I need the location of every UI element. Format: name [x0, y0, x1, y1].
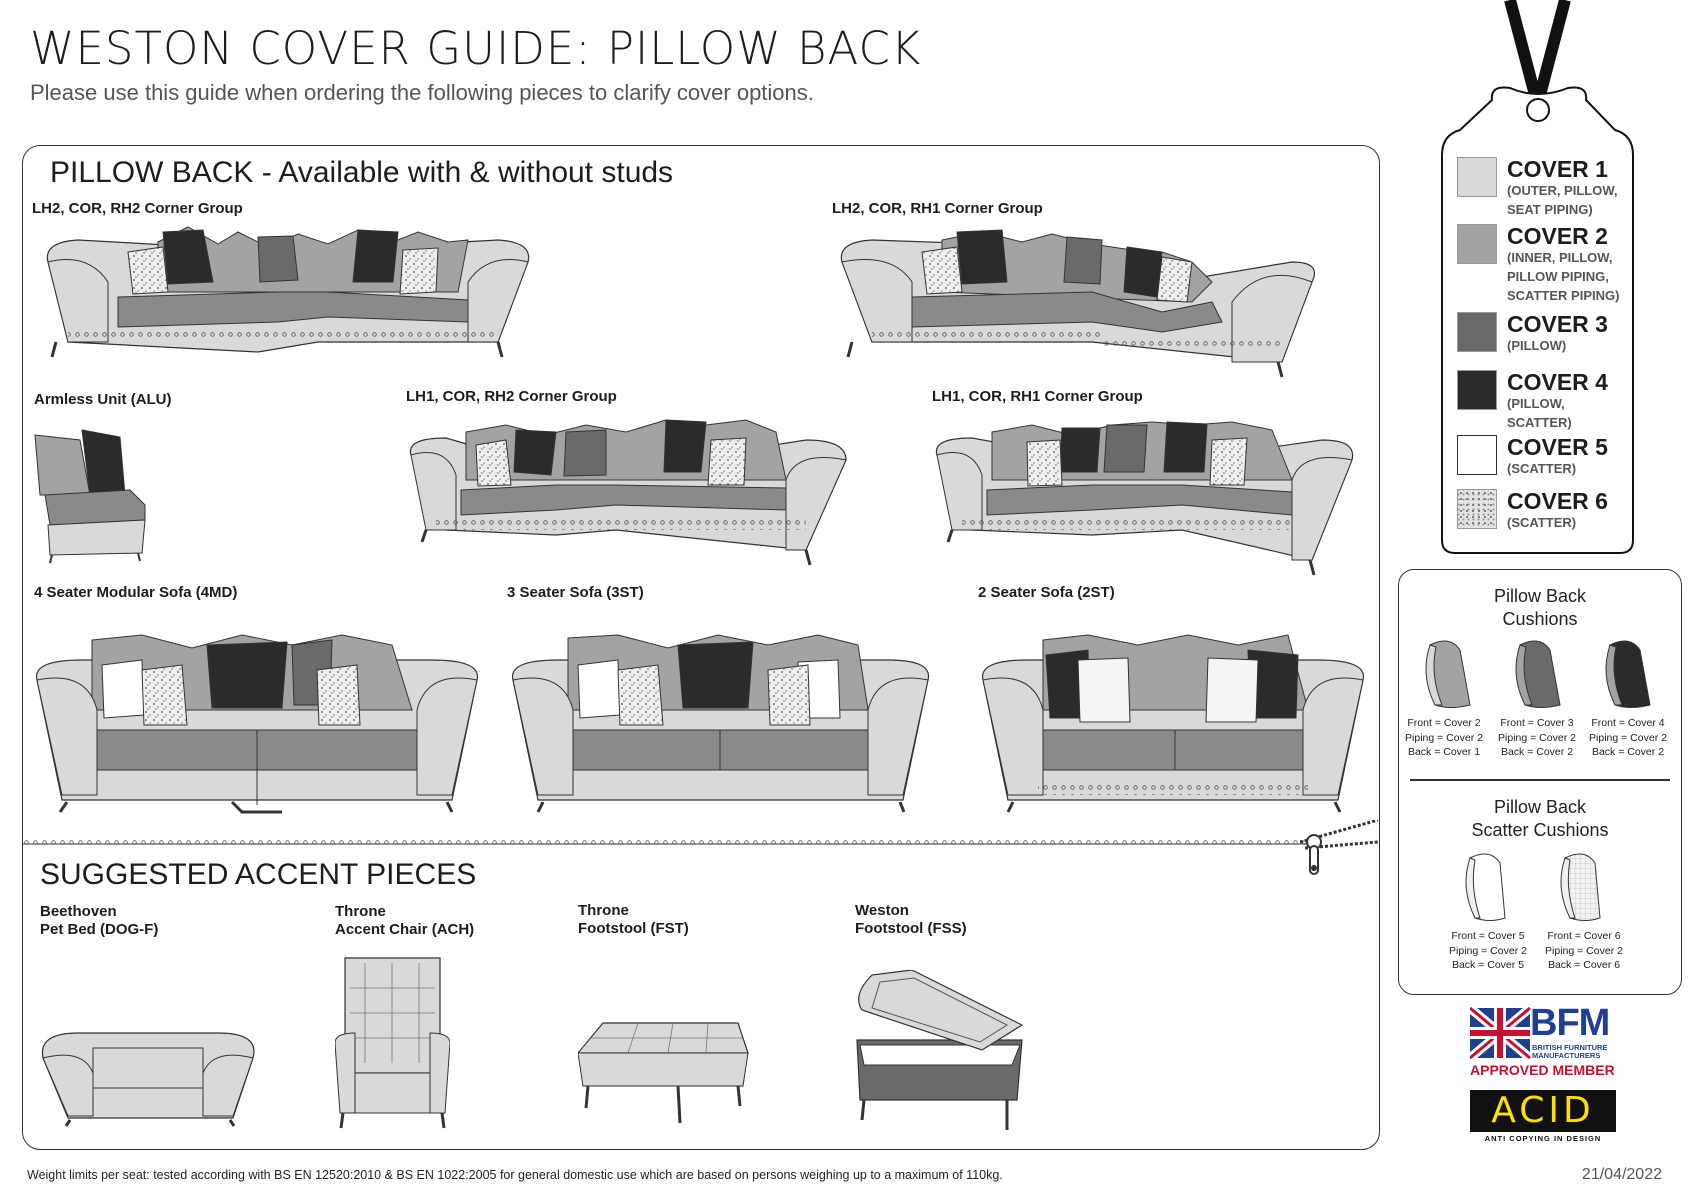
four-seater-sofa-illustration	[36, 634, 478, 814]
piece-label-lh1-cor-rh1: LH1, COR, RH1 Corner Group	[932, 388, 1143, 405]
cover-2-name: COVER 2	[1507, 223, 1608, 249]
cover-1-desc-1: (OUTER, PILLOW,	[1507, 183, 1618, 198]
bfm-sub-text-1: BRITISH FURNITURE	[1532, 1043, 1608, 1052]
acid-sub-text: ANTI COPYING IN DESIGN	[1484, 1134, 1602, 1143]
accent-chair-illustration	[335, 957, 450, 1129]
corner-group-lh1-cor-rh2-illustration	[409, 419, 847, 566]
scatter-cushion-cover5-icon	[1465, 853, 1506, 921]
cover-1-name: COVER 1	[1507, 156, 1608, 182]
footer-note: Weight limits per seat: tested according…	[27, 1168, 1003, 1182]
pillow-cushion-icons	[1425, 640, 1651, 708]
pillow-back-panel	[22, 145, 1380, 1150]
piece-label-alu: Armless Unit (ALU)	[34, 391, 172, 408]
bfm-logo-text: BFM	[1530, 1002, 1610, 1044]
pillow-cushion-cover4-icon	[1605, 640, 1651, 708]
cover-1-desc-2: SEAT PIPING)	[1507, 202, 1593, 217]
cover-2-desc-3: SCATTER PIPING)	[1507, 288, 1620, 303]
cover-4-desc-1: (PILLOW,	[1507, 396, 1565, 411]
cover-3-desc-1: (PILLOW)	[1507, 338, 1567, 353]
cover-2-row: COVER 2 (INNER, PILLOW, PILLOW PIPING, S…	[1457, 224, 1619, 305]
cover-4-swatch	[1457, 370, 1497, 410]
pet-bed-illustration	[41, 1032, 255, 1127]
three-seater-sofa-illustration	[512, 634, 930, 813]
piece-label-3st: 3 Seater Sofa (3ST)	[507, 584, 644, 601]
bfm-approved-text: APPROVED MEMBER	[1470, 1062, 1615, 1078]
legend-divider	[1410, 779, 1670, 781]
page-subtitle: Please use this guide when ordering the …	[30, 80, 814, 105]
bfm-sub-text-2: MANUFACTURERS	[1532, 1051, 1601, 1060]
cover-4-name: COVER 4	[1507, 369, 1608, 395]
cover-1-swatch	[1457, 157, 1497, 197]
acid-logo-text: ACID	[1491, 1090, 1595, 1131]
pillow-cushion-cover3-icon	[1515, 640, 1561, 708]
cover-6-swatch	[1457, 489, 1497, 529]
piece-label-lh2-cor-rh2: LH2, COR, RH2 Corner Group	[32, 200, 243, 217]
bfm-approved-badge: BFM BRITISH FURNITURE MANUFACTURERS APPR…	[1470, 1002, 1620, 1080]
cover-2-desc-2: PILLOW PIPING,	[1507, 269, 1609, 284]
acid-badge: ACID ANTI COPYING IN DESIGN	[1470, 1090, 1616, 1146]
piece-label-4md: 4 Seater Modular Sofa (4MD)	[34, 584, 238, 601]
pillow-section-title: PILLOW BACK - Available with & without s…	[50, 156, 674, 189]
cover-6-row: COVER 6 (SCATTER)	[1457, 489, 1608, 532]
cover-5-name: COVER 5	[1507, 434, 1608, 460]
weston-footstool-illustration	[856, 970, 1024, 1130]
cover-4-desc-2: SCATTER)	[1507, 415, 1572, 430]
cover-5-row: COVER 5 (SCATTER)	[1457, 435, 1608, 478]
armless-unit-illustration	[34, 429, 146, 564]
cover-6-desc-1: (SCATTER)	[1507, 515, 1577, 530]
pillow-cushion-cover2-icon	[1425, 640, 1471, 708]
cover-3-name: COVER 3	[1507, 311, 1608, 337]
piece-label-2st: 2 Seater Sofa (2ST)	[978, 584, 1115, 601]
union-flag-icon	[1470, 1005, 1533, 1062]
cushion-legend-panel	[1398, 569, 1682, 995]
zip-pull-icon	[1300, 820, 1379, 875]
document-date: 21/04/2022	[1581, 1166, 1662, 1183]
scatter-cushion-cover6-icon	[1560, 853, 1601, 921]
cover-2-desc-1: (INNER, PILLOW,	[1507, 250, 1613, 265]
cover-5-desc-1: (SCATTER)	[1507, 461, 1577, 476]
cover-5-swatch	[1457, 435, 1497, 475]
piece-label-lh2-cor-rh1: LH2, COR, RH1 Corner Group	[832, 200, 1043, 217]
cover-6-name: COVER 6	[1507, 488, 1608, 514]
cover-3-row: COVER 3 (PILLOW)	[1457, 312, 1608, 355]
page-title: WESTON COVER GUIDE: PILLOW BACK	[30, 22, 922, 75]
corner-group-lh2-cor-rh2-illustration	[46, 226, 530, 358]
cover-4-row: COVER 4 (PILLOW, SCATTER)	[1457, 370, 1608, 432]
accent-section-title: SUGGESTED ACCENT PIECES	[40, 858, 477, 891]
cover-1-row: COVER 1 (OUTER, PILLOW, SEAT PIPING)	[1457, 157, 1618, 219]
scatter-cushion-icons	[1465, 853, 1601, 921]
corner-group-lh2-cor-rh1-illustration	[840, 229, 1316, 378]
cover-2-swatch	[1457, 224, 1497, 264]
two-seater-sofa-illustration	[982, 634, 1364, 813]
throne-footstool-illustration	[578, 1022, 749, 1124]
cover-3-swatch	[1457, 312, 1497, 352]
piece-label-lh1-cor-rh2: LH1, COR, RH2 Corner Group	[406, 388, 617, 405]
zip-divider	[22, 840, 1312, 848]
corner-group-lh1-cor-rh1-illustration	[935, 421, 1354, 576]
